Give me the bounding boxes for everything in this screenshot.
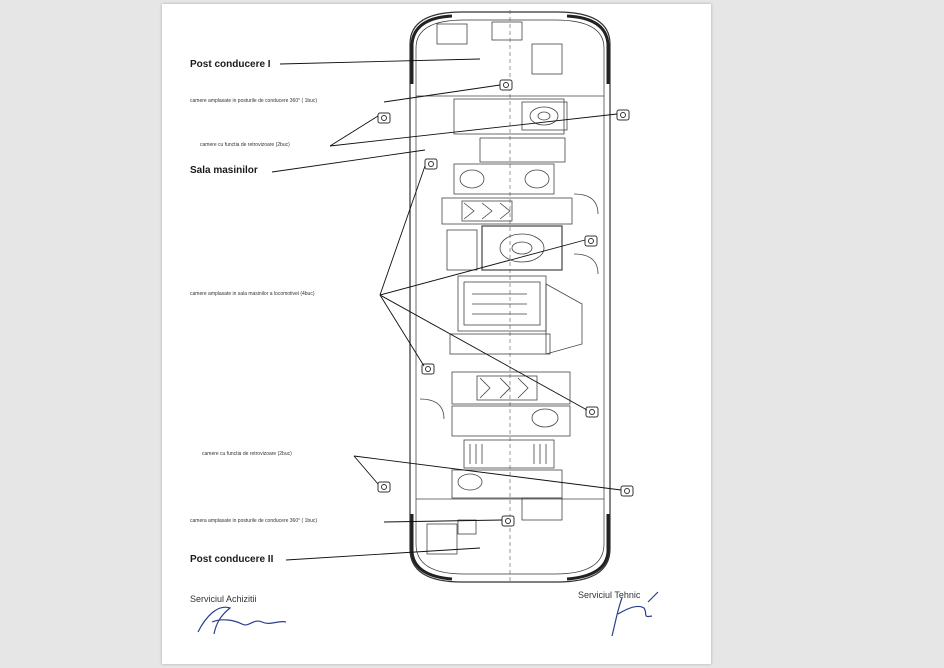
signature-left-ink [197, 606, 287, 635]
label-retro-1: camere cu functia de retrovizoare (2buc) [200, 142, 290, 148]
signature-right-title: Serviciul Tehnic [578, 590, 641, 600]
document-page: Post conducere I camere amplasate in pos… [162, 4, 711, 664]
label-retro-2: camere cu functia de retrovizoare (2buc) [202, 451, 292, 457]
label-sala-masinilor: Sala masinilor [190, 165, 258, 176]
locomotive-schematic [197, 10, 659, 637]
label-post-conducere-2: Post conducere II [190, 554, 274, 565]
signature-left-title: Serviciul Achizitii [190, 594, 257, 604]
signature-right-ink [611, 591, 659, 637]
label-cam360-2: camera amplasate in posturile de conduce… [190, 518, 318, 524]
label-sala-cams: camere amplasate in sala masinilor a loc… [190, 291, 315, 297]
label-cam360-1: camere amplasate in posturile de conduce… [190, 98, 318, 104]
label-post-conducere-1: Post conducere I [190, 59, 271, 70]
